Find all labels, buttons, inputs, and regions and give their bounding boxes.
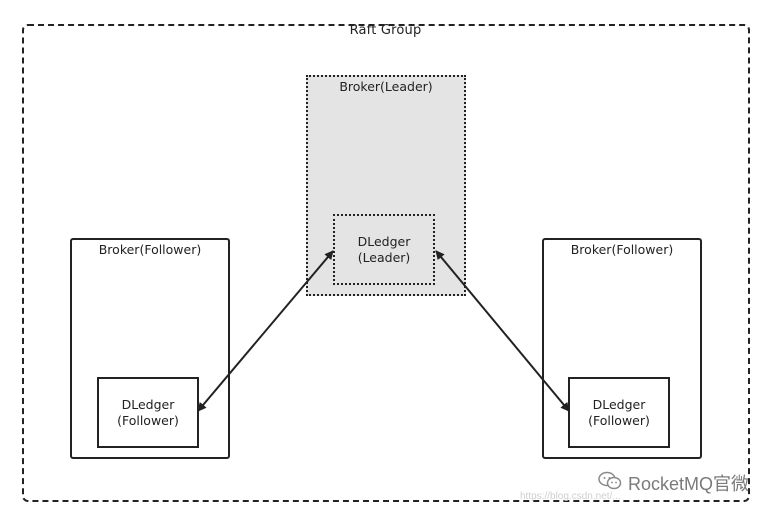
watermark-text: RocketMQ官微 — [627, 474, 749, 494]
watermark: RocketMQ官微 — [598, 470, 749, 496]
broker-leader-title: Broker(Leader) — [339, 79, 433, 94]
dledger-follower-right-name: DLedger — [592, 396, 646, 412]
dledger-leader-role: (Leader) — [357, 249, 411, 265]
dledger-follower-right-box: DLedger (Follower) — [568, 377, 670, 448]
watermark-url: https://blog.csdn.net/... — [520, 491, 621, 502]
broker-follower-right-title: Broker(Follower) — [570, 242, 674, 257]
wechat-icon — [598, 471, 622, 496]
dledger-follower-left-box: DLedger (Follower) — [97, 377, 199, 448]
arrow-leader-to-right-follower — [435, 250, 570, 412]
dledger-follower-left-name: DLedger — [121, 396, 175, 412]
raft-group-title: Raft Group — [349, 23, 422, 38]
dledger-follower-right-role: (Follower) — [588, 412, 650, 428]
dledger-leader-name: DLedger — [357, 233, 411, 249]
dledger-follower-left-role: (Follower) — [117, 412, 179, 428]
broker-follower-left-title: Broker(Follower) — [98, 242, 202, 257]
raft-group-boundary — [22, 24, 750, 502]
arrow-leader-to-left-follower — [197, 250, 334, 412]
dledger-leader-box: DLedger (Leader) — [333, 214, 435, 285]
